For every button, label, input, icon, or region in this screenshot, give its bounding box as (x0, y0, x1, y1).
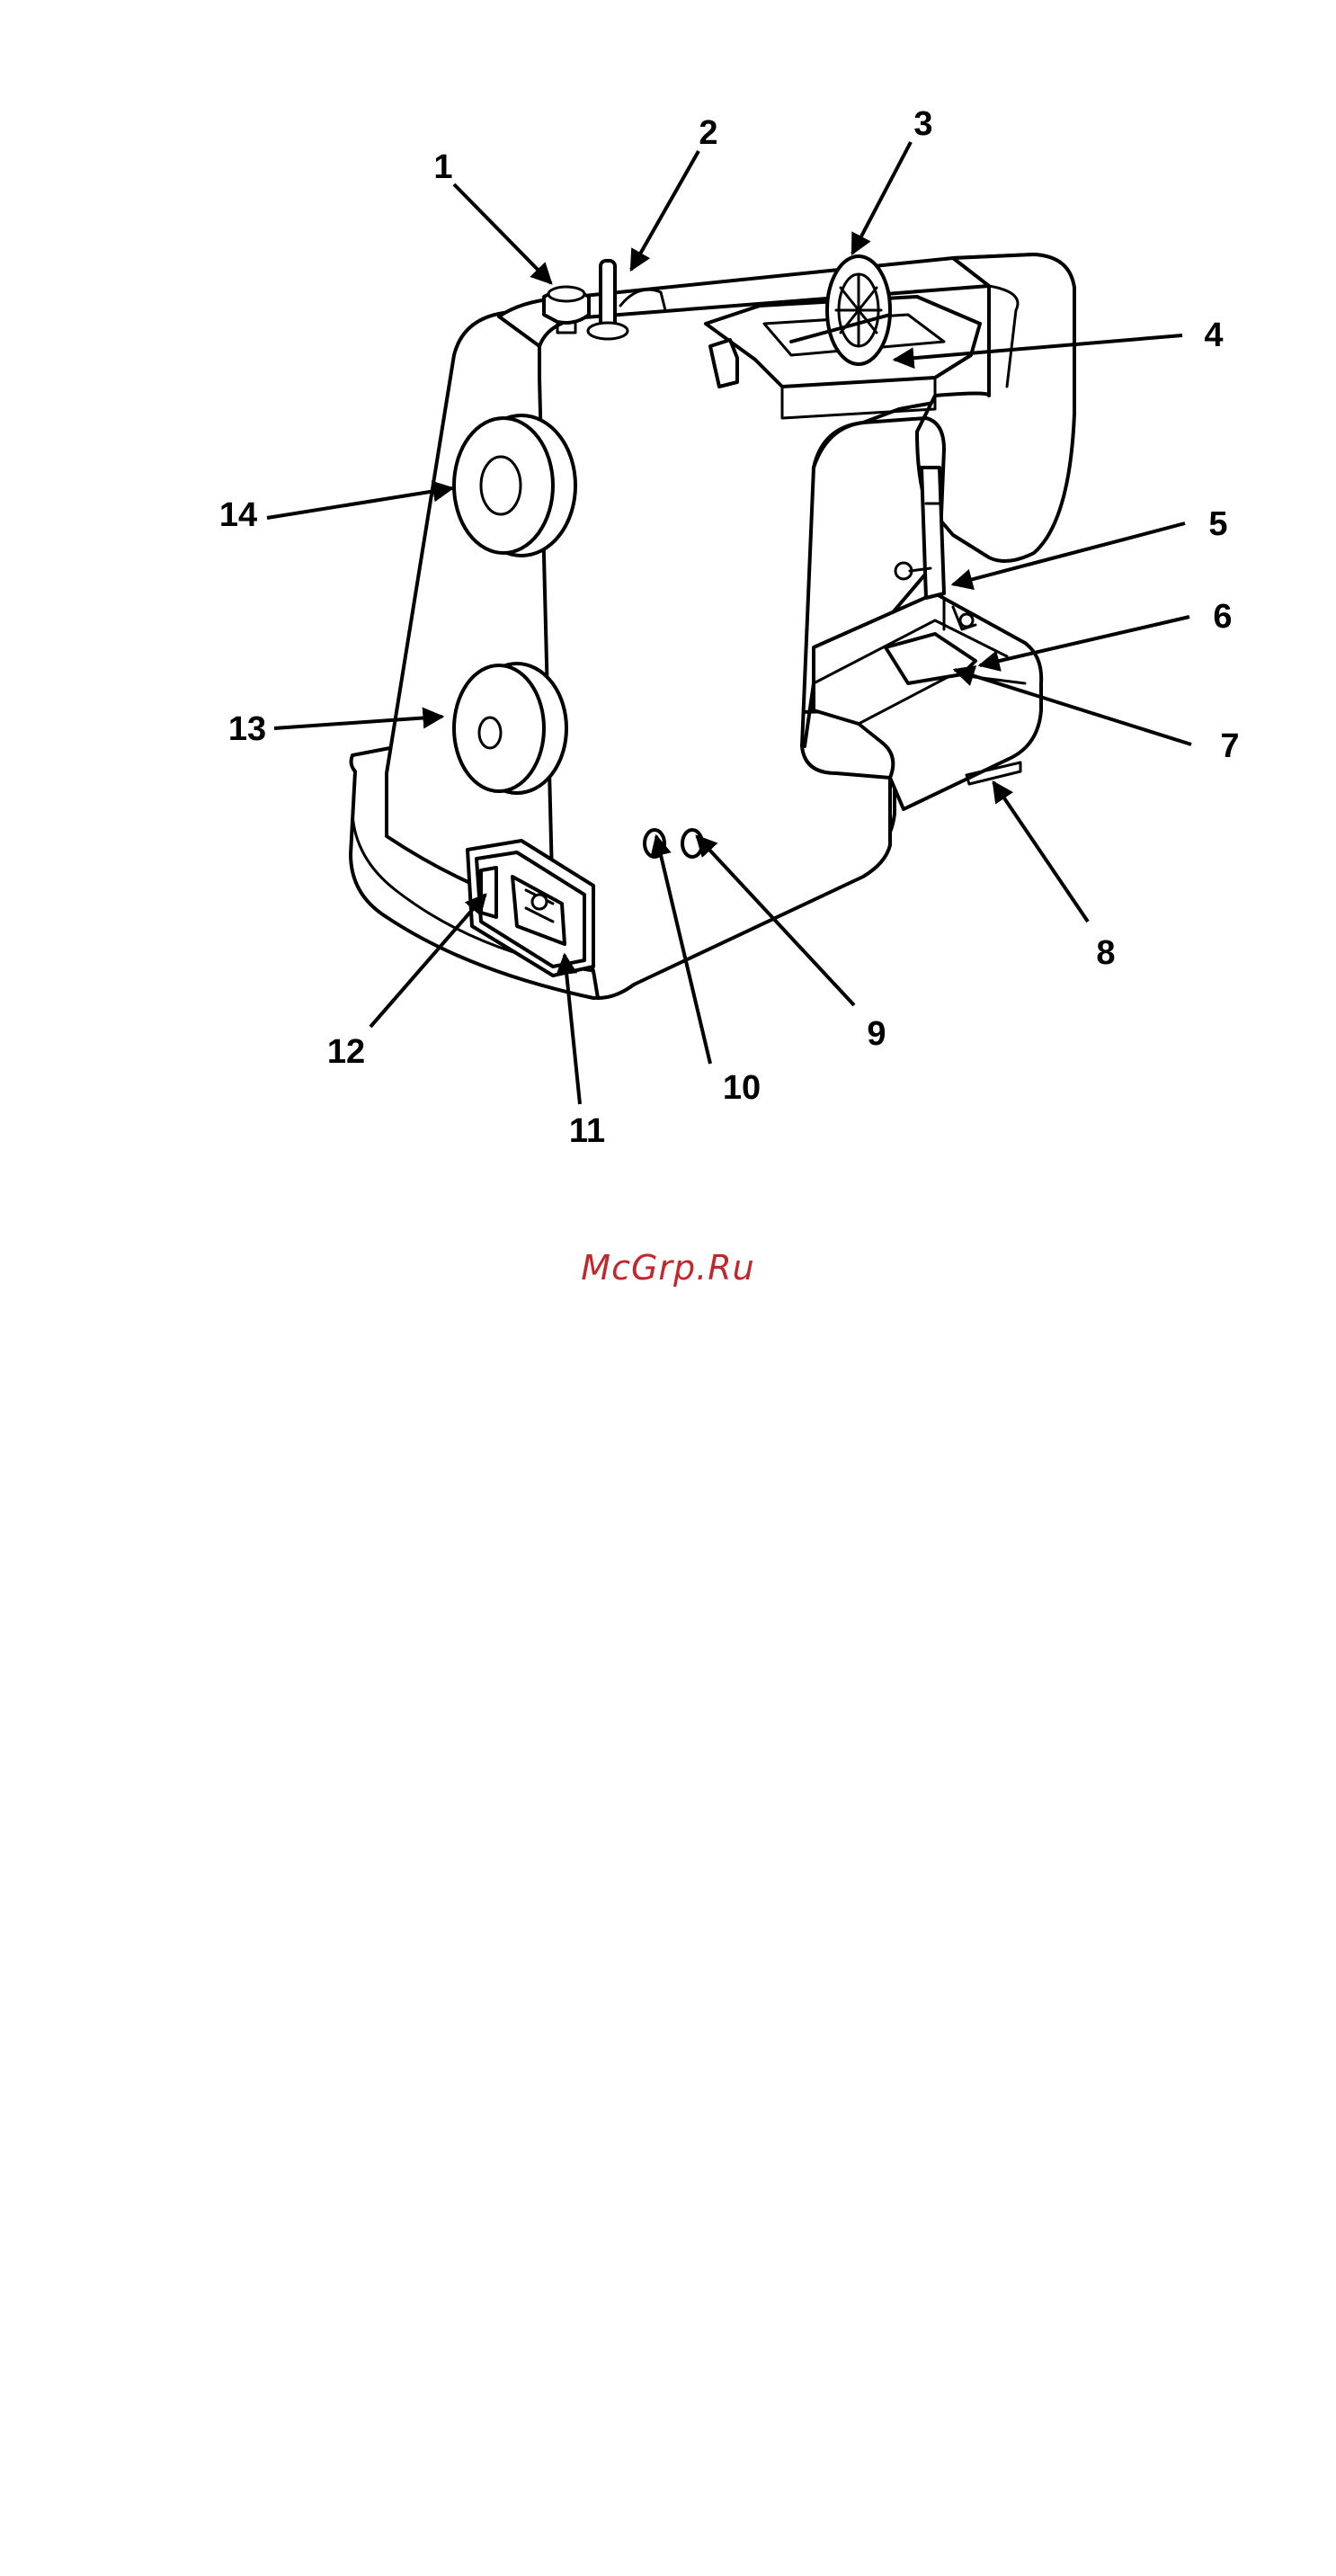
left-side-panel (387, 310, 553, 913)
leader-3 (852, 142, 911, 254)
callout-9: 9 (867, 1015, 886, 1053)
callout-8: 8 (1096, 934, 1115, 972)
hole-9 (682, 830, 702, 857)
leader-1 (454, 184, 551, 283)
leader-14 (267, 488, 452, 518)
callout-13: 13 (228, 710, 266, 748)
leader-8 (993, 782, 1088, 922)
power-switch (481, 868, 496, 917)
watermark-text: McGrp.Ru (0, 1248, 1336, 1288)
callout-2: 2 (699, 114, 717, 152)
callout-4: 4 (1204, 316, 1223, 354)
callout-3: 3 (913, 105, 932, 143)
callout-7: 7 (1220, 727, 1239, 765)
sewing-machine-diagram: 1 2 3 4 5 6 7 8 9 10 11 12 13 14 (0, 0, 1336, 1169)
sewing-machine-illustration (351, 254, 1074, 998)
callout-5: 5 (1208, 505, 1227, 543)
callout-11: 11 (569, 1112, 605, 1150)
needle-bar (922, 468, 944, 598)
stitch-dial-upper (454, 415, 575, 556)
callout-1: 1 (433, 148, 452, 186)
callout-10: 10 (723, 1069, 761, 1107)
stitch-dial-lower (454, 664, 566, 793)
callout-6: 6 (1213, 598, 1232, 636)
spool-pin (601, 261, 615, 328)
callout-12: 12 (327, 1033, 365, 1071)
callout-14: 14 (219, 496, 257, 534)
leader-2 (631, 151, 699, 270)
